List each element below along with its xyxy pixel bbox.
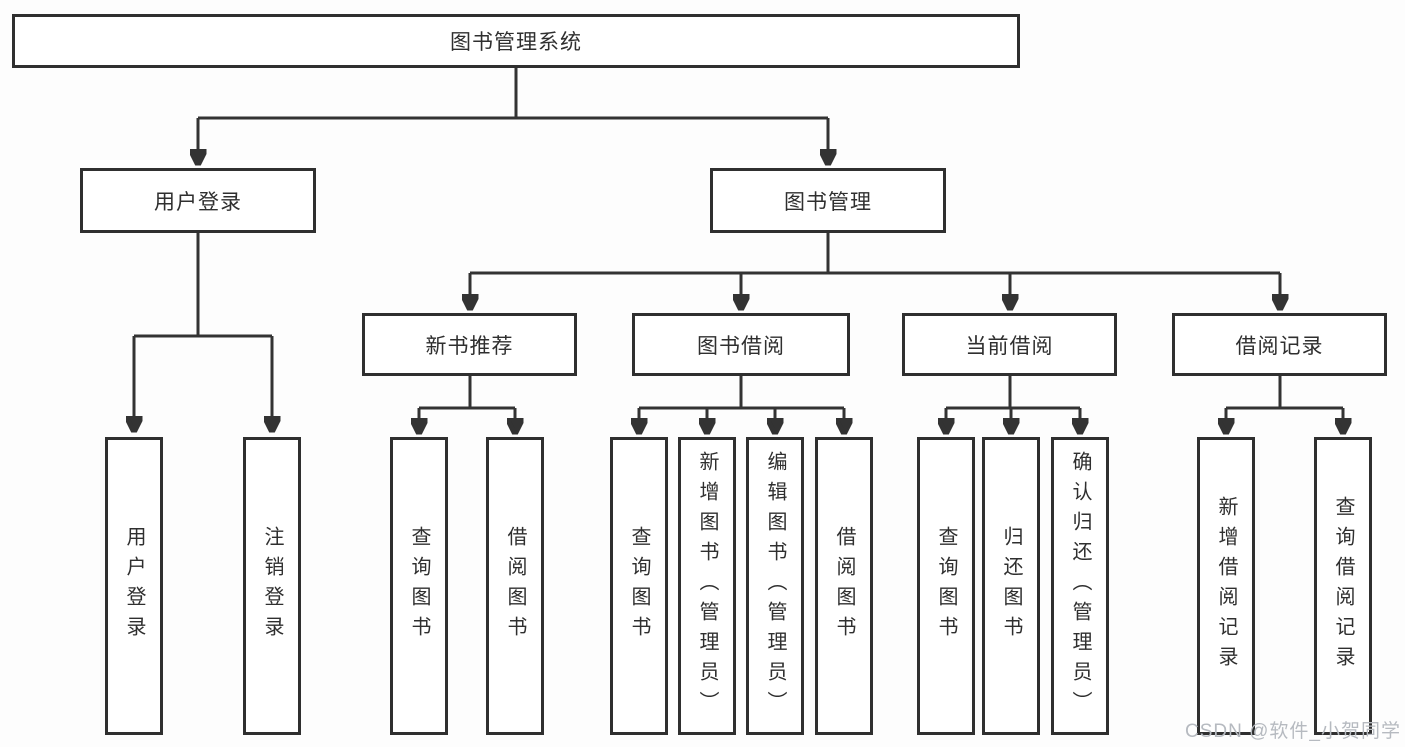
leaf-confirm-return-admin: 确认归还（管理员）: [1051, 437, 1109, 735]
node-root-system: 图书管理系统: [12, 14, 1020, 68]
leaf-add-borrow-record: 新增借阅记录: [1197, 437, 1255, 735]
leaf-borrow-books-borrowing: 借阅图书: [815, 437, 873, 735]
node-new-book-recommend: 新书推荐: [362, 313, 577, 376]
csdn-watermark: CSDN @软件_小贺同学: [1185, 721, 1401, 742]
node-borrow-records: 借阅记录: [1172, 313, 1387, 376]
leaf-add-book-admin: 新增图书（管理员）: [678, 437, 736, 735]
leaf-user-login: 用户登录: [105, 437, 163, 735]
leaf-logout-login: 注销登录: [243, 437, 301, 735]
node-user-login: 用户登录: [80, 168, 316, 233]
leaf-return-book: 归还图书: [982, 437, 1040, 735]
leaf-query-books-borrowing: 查询图书: [610, 437, 668, 735]
node-current-borrowing: 当前借阅: [902, 313, 1117, 376]
leaf-query-borrow-record: 查询借阅记录: [1314, 437, 1372, 735]
leaf-query-books-recommend: 查询图书: [390, 437, 448, 735]
leaf-query-books-current: 查询图书: [917, 437, 975, 735]
leaf-borrow-books-recommend: 借阅图书: [486, 437, 544, 735]
node-book-borrowing: 图书借阅: [632, 313, 850, 376]
node-book-management: 图书管理: [710, 168, 946, 233]
leaf-edit-book-admin: 编辑图书（管理员）: [746, 437, 804, 735]
